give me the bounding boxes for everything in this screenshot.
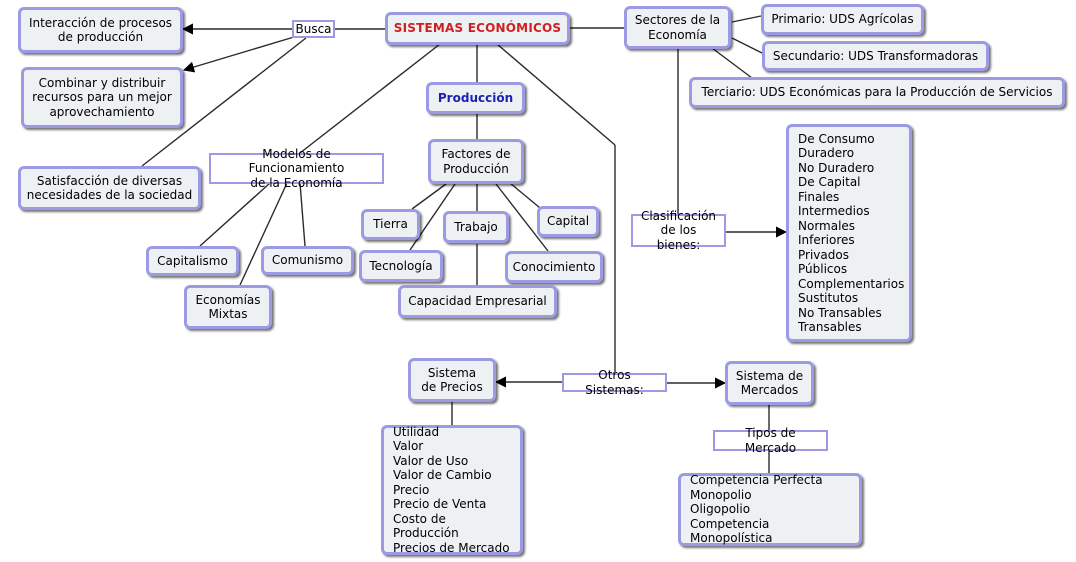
- node-tecnologia: Tecnología: [359, 250, 443, 282]
- node-comunismo: Comunismo: [261, 246, 354, 275]
- link-title-modelos: [299, 43, 441, 154]
- node-clasificacion: Clasificación de los bienes:: [631, 209, 726, 252]
- node-capitalismo: Capitalismo: [146, 246, 239, 276]
- node-sectores: Sectores de la Economía: [624, 6, 731, 49]
- link-factores-capital: [509, 182, 541, 209]
- node-combinar: Combinar y distribuir recursos para un m…: [21, 67, 183, 128]
- node-primario: Primario: UDS Agrícolas: [761, 4, 924, 35]
- node-conocimiento: Conocimiento: [505, 251, 603, 283]
- link-modelos-capitalismo: [199, 182, 271, 247]
- list-precios: Utilidad Valor Valor de Uso Valor de Cam…: [381, 425, 523, 555]
- link-factores-tecnologia: [409, 183, 456, 251]
- node-sistema-precios: Sistema de Precios: [408, 358, 496, 402]
- node-modelos: Modelos de Funcionamiento de la Economía: [209, 147, 384, 190]
- link-factores-tierra: [411, 183, 447, 210]
- list-bienes: De Consumo Duradero No Duradero De Capit…: [786, 124, 912, 342]
- node-secundario: Secundario: UDS Transformadoras: [762, 41, 989, 71]
- label-busca: Busca: [292, 20, 335, 38]
- link-factores-conocimiento: [495, 183, 549, 252]
- label-otros-sistemas: Otros Sistemas:: [562, 368, 667, 397]
- node-capacidad: Capacidad Empresarial: [398, 285, 557, 318]
- node-trabajo: Trabajo: [443, 211, 509, 243]
- node-satisfaccion: Satisfacción de diversas necesidades de …: [18, 166, 201, 210]
- node-terciario: Terciario: UDS Económicas para la Produc…: [689, 77, 1065, 108]
- node-tierra: Tierra: [361, 209, 420, 240]
- node-interaccion: Interacción de procesos de producción: [18, 7, 183, 53]
- link-modelos-comunismo: [299, 182, 306, 247]
- label-tipos-mercado: Tipos de Mercado: [713, 426, 828, 455]
- link-busca-satisfaccion: [141, 37, 307, 167]
- link-sectores-terciario: [711, 47, 753, 79]
- node-sistema-mercados: Sistema de Mercados: [725, 361, 814, 405]
- node-economias-mixtas: Economías Mixtas: [184, 285, 272, 329]
- node-factores: Factores de Producción: [428, 139, 524, 184]
- link-modelos-mixtas: [239, 182, 288, 286]
- link-sectores-primario: [731, 15, 762, 23]
- link-title-otros: [496, 43, 616, 146]
- node-capital: Capital: [537, 206, 599, 237]
- list-mercados: Competencia Perfecta Monopolio Oligopoli…: [678, 473, 862, 546]
- link-busca-combinar: [182, 36, 295, 73]
- link-sectores-secundario: [731, 37, 763, 54]
- node-produccion: Producción: [426, 82, 525, 114]
- main-title: SISTEMAS ECONÓMICOS: [385, 12, 570, 45]
